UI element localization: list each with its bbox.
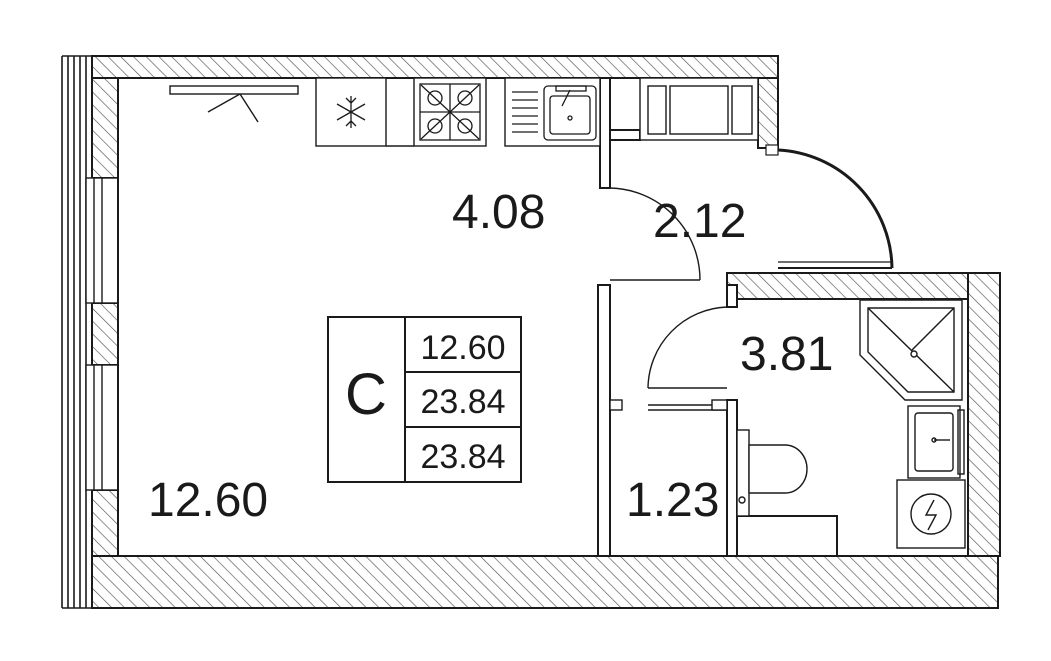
area-bathroom: 3.81 xyxy=(740,328,833,381)
interior-walls xyxy=(597,77,838,557)
legend-total-area-2: 23.84 xyxy=(420,438,505,476)
partition-hall-toilet xyxy=(597,284,611,557)
area-main-room: 12.60 xyxy=(148,474,268,527)
partition-kitchen-hall xyxy=(599,77,611,189)
legend-frame xyxy=(327,316,522,483)
balcony-door xyxy=(169,85,299,123)
wall-left-lower xyxy=(91,489,119,561)
apartment-type: C xyxy=(345,362,387,427)
legend-total-area: 23.84 xyxy=(420,383,505,421)
area-kitchen: 4.08 xyxy=(452,186,545,239)
facade-band xyxy=(61,55,998,609)
windows xyxy=(85,177,119,491)
wall-top xyxy=(91,55,779,79)
fridge-snowflake xyxy=(336,96,366,128)
shower-tray-icon xyxy=(859,299,963,401)
area-legend xyxy=(327,316,522,483)
area-toilet: 1.23 xyxy=(626,474,719,527)
wall-left-upper xyxy=(91,77,119,179)
exterior-walls xyxy=(91,55,1001,609)
wall-right-upper xyxy=(757,77,779,149)
sink-icon xyxy=(504,77,601,147)
partition-toilet-shelf xyxy=(736,515,838,557)
washing-machine-icon xyxy=(896,479,966,549)
partition-bath-left xyxy=(726,284,738,308)
washbasin-icon xyxy=(907,405,965,479)
entrance-door xyxy=(765,144,894,269)
wardrobe xyxy=(639,77,759,141)
area-hall: 2.12 xyxy=(653,195,746,248)
wall-bottom xyxy=(91,555,999,609)
wall-right-lower xyxy=(967,272,1001,557)
bathroom-door xyxy=(647,306,728,389)
room-outlines xyxy=(117,78,968,557)
wall-bath-top xyxy=(726,272,1001,300)
kitchen-sink xyxy=(512,85,597,141)
hall-door xyxy=(609,187,701,281)
partition-toilet-bath xyxy=(726,399,738,557)
wall-left-middle xyxy=(91,302,119,366)
partition-niche xyxy=(609,129,641,141)
toilet-icon xyxy=(736,429,808,517)
toilet-door xyxy=(609,399,728,411)
stove-burners xyxy=(419,83,481,141)
legend-living-area: 12.60 xyxy=(420,329,505,367)
